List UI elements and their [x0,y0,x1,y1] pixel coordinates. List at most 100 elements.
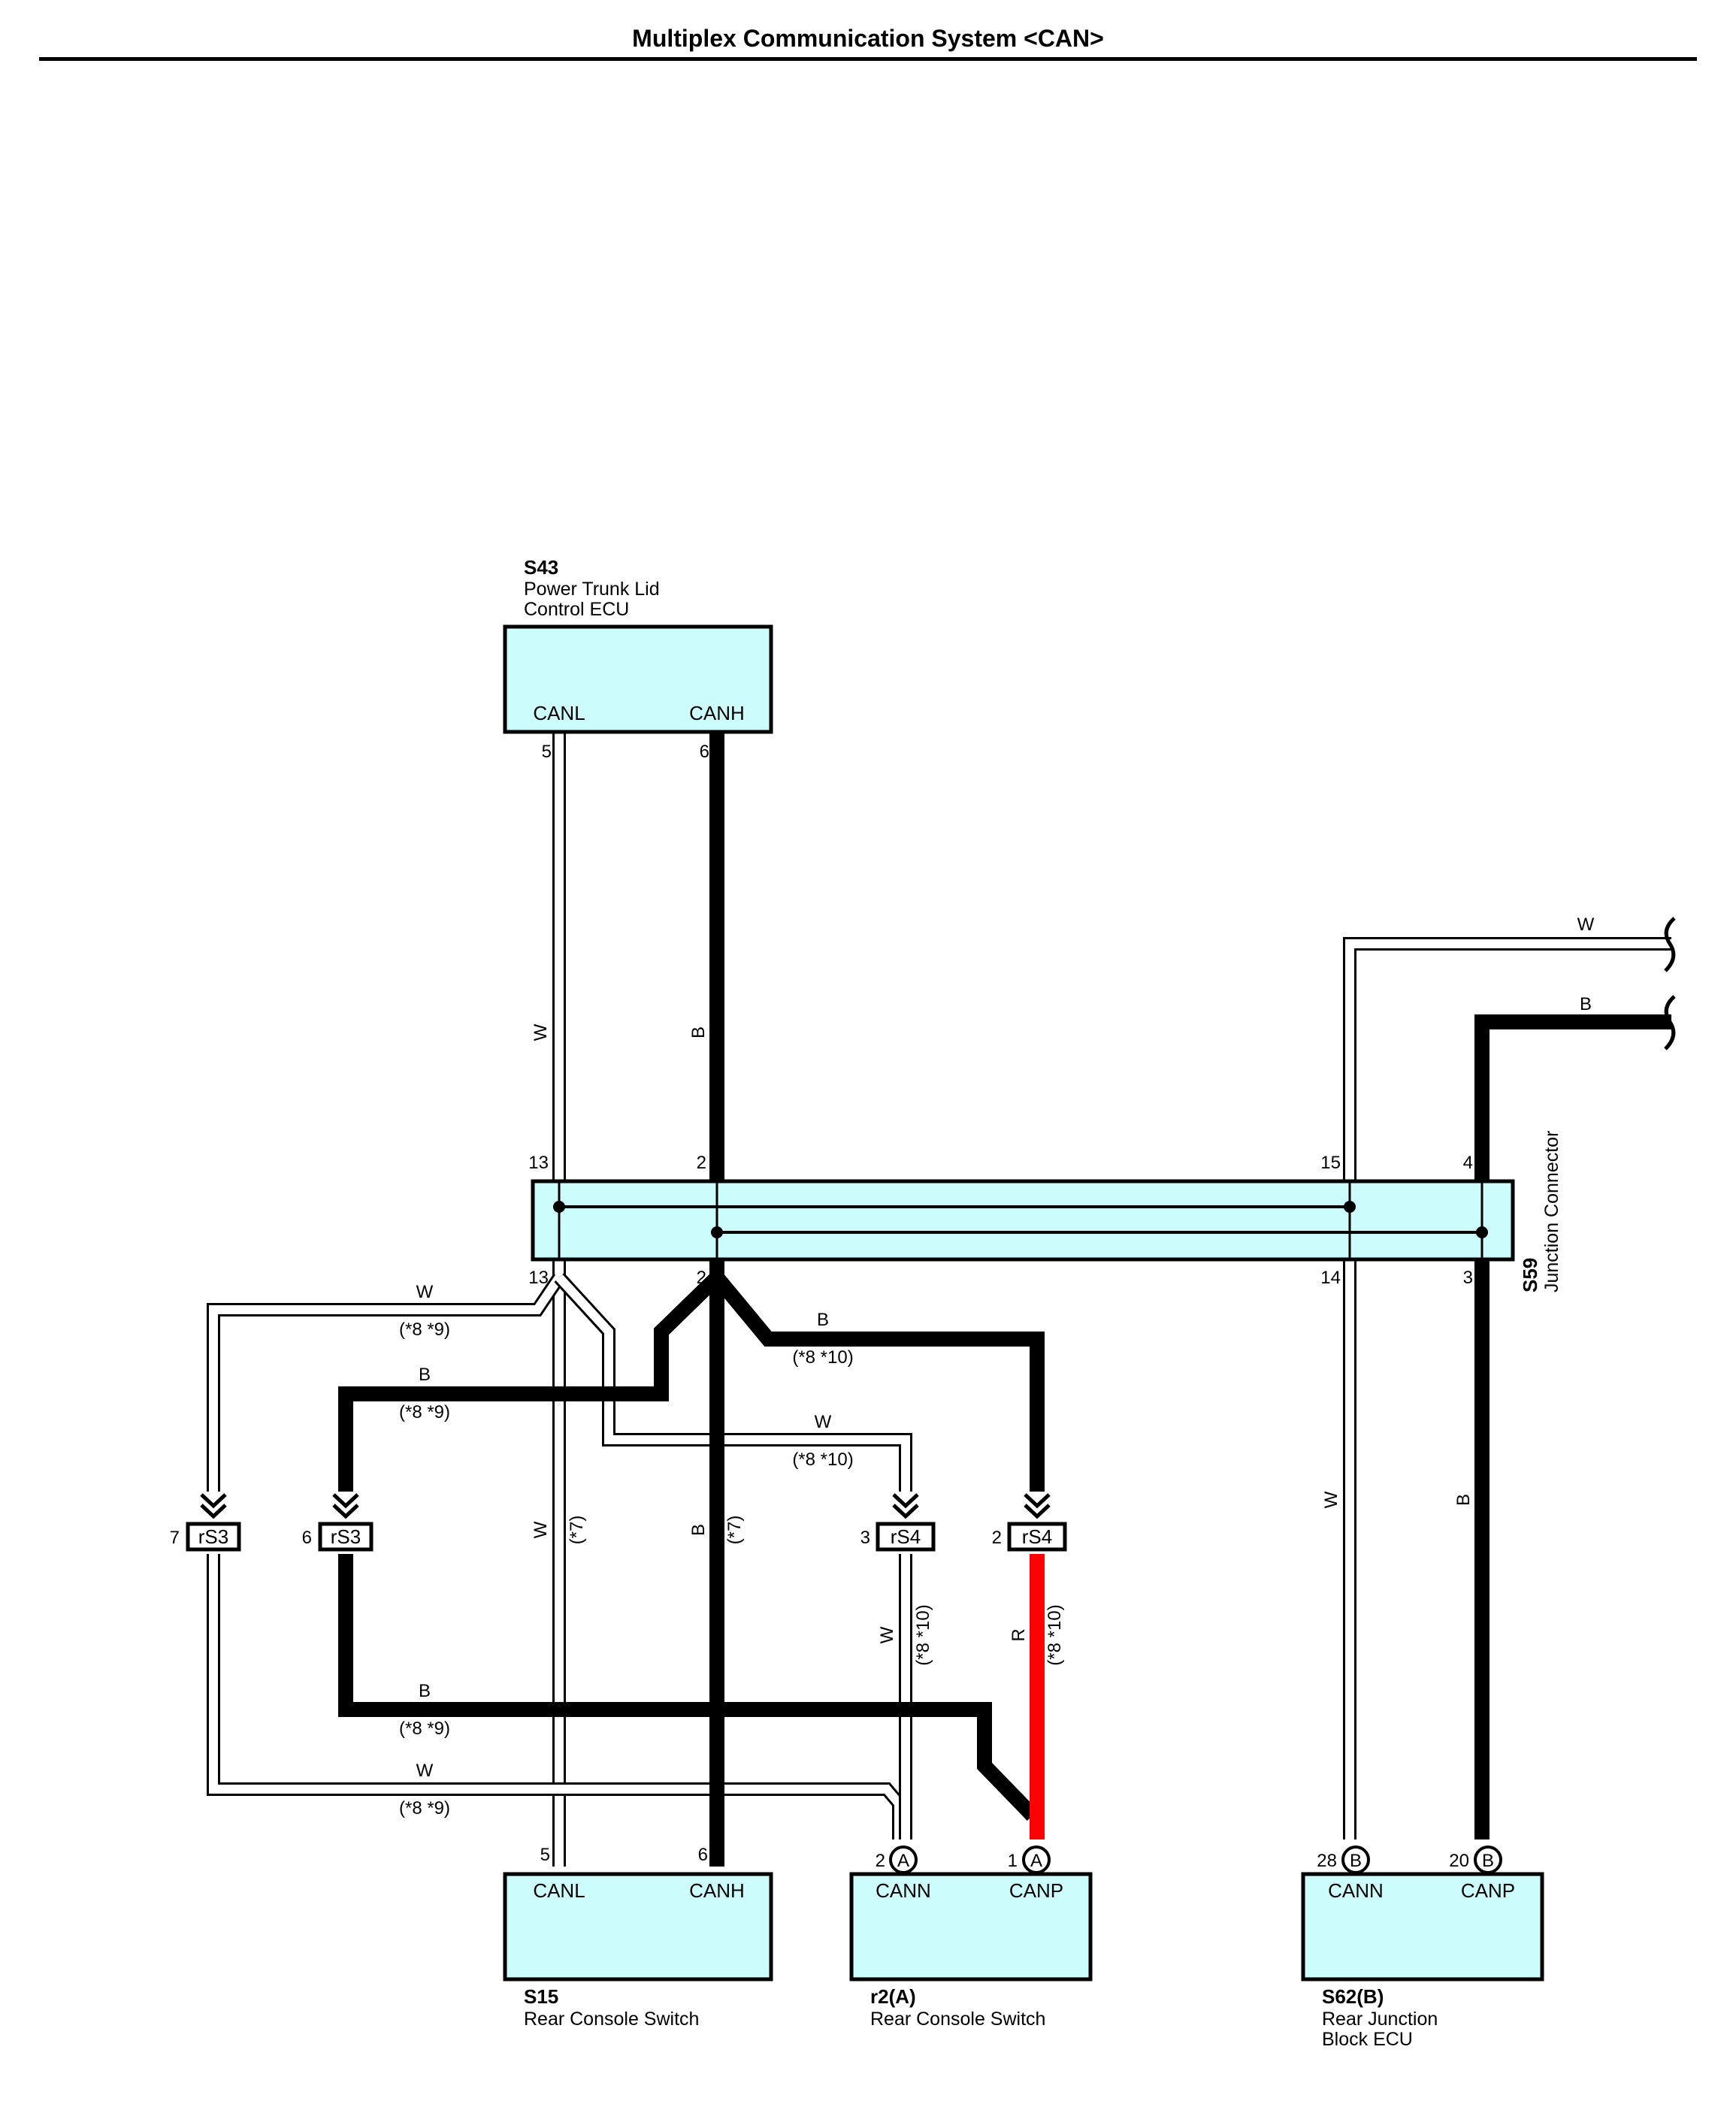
connector-arrow-icon [200,1493,227,1519]
component-s43: S43 Power Trunk Lid Control ECU CANL CAN… [503,556,773,762]
pin-number: 3 [1463,1268,1473,1288]
pin-number: 28 [1317,1851,1337,1871]
component-box [503,1872,773,1982]
wire-rs3-6-to-r2-b [338,1554,1039,1821]
title-rule [39,57,1697,61]
connector-code: A [897,1851,909,1871]
connector-id: rS3 [331,1525,361,1548]
wire-color-label: B [688,1026,709,1038]
inline-connector-rs3-6: rS3 6 [302,1493,374,1552]
wire-color-label: W [531,1521,551,1538]
wire-note: (*8 *10) [1045,1604,1065,1665]
component-box [849,1872,1093,1982]
component-box [503,624,773,734]
component-desc: Junction Connector [1541,1131,1562,1292]
pin-number: 2 [697,1153,706,1173]
connector-arrow-icon [892,1493,919,1519]
wire-note: (*7) [724,1516,745,1545]
pin-number: 7 [170,1528,180,1548]
wire-s59-15-w [1343,937,1671,1181]
wire-color-label: W [531,1023,551,1041]
wire-color-label: W [416,1282,434,1302]
terminal-label: CANL [533,702,585,724]
pin-number: 3 [860,1528,870,1548]
pin-number: 6 [698,1845,708,1865]
pin-number: 4 [1463,1153,1473,1173]
connector-id: rS4 [891,1525,921,1548]
connector-arrow-icon [1024,1493,1051,1519]
connector-code: A [1030,1851,1042,1871]
wire-color-label: B [688,1524,709,1536]
pin-number: 2 [697,1268,706,1288]
connector-id: rS3 [198,1525,228,1548]
wire-color-label: W [416,1761,434,1781]
wire-color-label: W [1577,914,1595,935]
wire-note: (*8 *9) [399,1402,450,1422]
wire-note: (*8 *10) [792,1449,853,1470]
terminal-label: CANH [689,1879,745,1902]
wire-color-label: R [1009,1628,1029,1641]
wire-note: (*8 *9) [399,1320,450,1340]
wire-color-label: B [419,1365,431,1385]
pin-number: 5 [540,1845,550,1865]
component-box [1301,1872,1544,1982]
terminal-label: CANL [533,1879,585,1902]
component-id: S43 [524,556,558,579]
wire-color-label: B [817,1310,829,1330]
component-id: S62(B) [1322,1985,1384,2008]
component-desc: Rear Console Switch [524,2009,699,2030]
component-id: S15 [524,1985,558,2008]
wire-s59-4-b [1474,1014,1671,1181]
pin-number: 1 [1008,1851,1018,1871]
wire-color-label: W [815,1412,832,1432]
splice-dot [1476,1226,1488,1238]
component-id: r2(A) [870,1985,916,2008]
component-desc: Rear Console Switch [870,2009,1045,2030]
wire-color-label: W [1321,1491,1341,1508]
inline-connector-rs3-7: rS3 7 [170,1493,241,1552]
connector-arrow-icon [332,1493,359,1519]
connector-code-icon [1474,1845,1502,1874]
inline-connector-rs4-3: rS4 3 [860,1493,936,1552]
terminal-label: CANH [689,702,745,724]
wire-rs3-6-b [338,1271,722,1492]
wire-color-label: B [1580,994,1592,1014]
connector-id: rS4 [1022,1525,1052,1548]
wire-color-label: B [1453,1494,1474,1506]
pin-number: 5 [542,742,552,762]
pin-number: 13 [528,1268,549,1288]
connector-code-icon [1022,1845,1051,1874]
splice-dot [711,1226,723,1238]
splice-dot [553,1201,565,1213]
wire-color-label: W [877,1626,897,1643]
wire-note: (*8 *9) [399,1719,450,1739]
terminal-label: CANP [1461,1879,1515,1902]
junction-connector-s59: 13 2 15 4 13 2 14 3 S59 Junction Connect… [528,1131,1562,1292]
component-s62b: B B 28 20 CANN CANP S62(B) Rear Junction… [1301,1845,1544,2050]
pin-number: 14 [1320,1268,1341,1288]
component-desc-line: Control ECU [524,599,629,620]
pin-number: 20 [1449,1851,1469,1871]
terminal-label: CANN [1328,1879,1384,1902]
page-title: Multiplex Communication System <CAN> [632,25,1104,52]
connector-code-icon [1341,1845,1370,1874]
splice-dot [1344,1201,1356,1213]
terminal-label: CANN [876,1879,931,1902]
pin-number: 2 [876,1851,885,1871]
pin-number: 6 [700,742,709,762]
connector-code: B [1350,1851,1362,1871]
connector-code-icon [889,1845,918,1874]
wire-note: (*8 *9) [399,1798,450,1818]
wire-rs4-3-w [554,1272,912,1492]
component-desc-line: Power Trunk Lid [524,579,660,600]
wire-break-icon [1664,917,1676,1050]
wire-rs4-2-b [711,1272,1045,1492]
connector-code: B [1482,1851,1494,1871]
component-desc-line: Block ECU [1322,2029,1413,2050]
pin-number: 13 [528,1153,549,1173]
component-r2a: A A 2 1 CANN CANP r2(A) Rear Console Swi… [849,1845,1093,2030]
wire-note: (*8 *10) [913,1604,933,1665]
terminal-label: CANP [1009,1879,1063,1902]
pin-number: 2 [992,1528,1002,1548]
